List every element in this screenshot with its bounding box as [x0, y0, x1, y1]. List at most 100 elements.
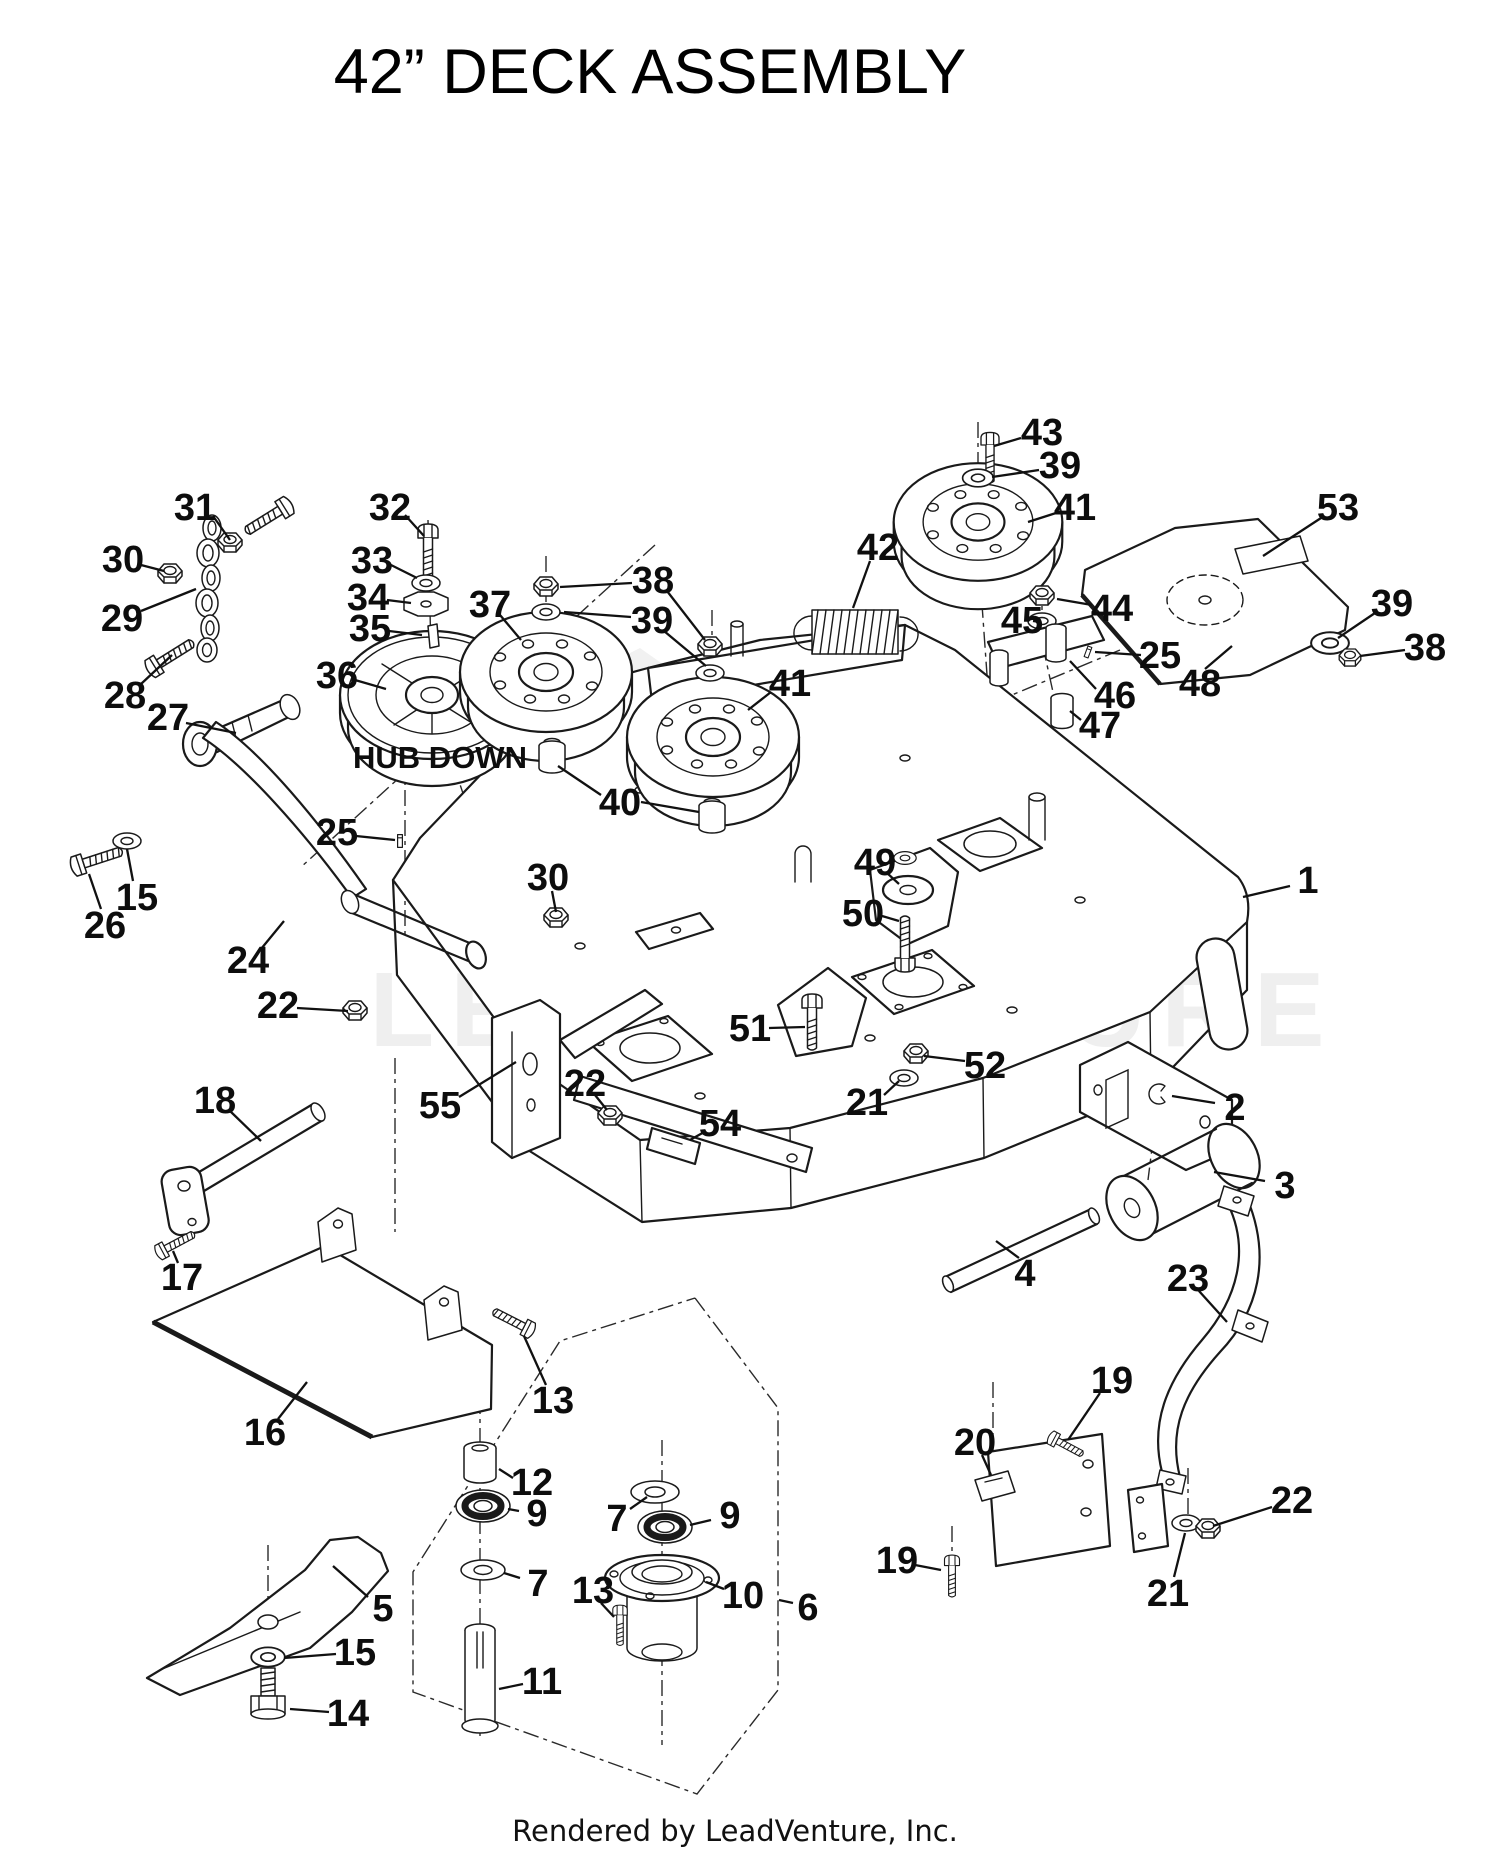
- pulley-parts: [338, 431, 1064, 834]
- nut-38: [1338, 648, 1362, 667]
- leader-line-49: [886, 872, 900, 885]
- part-callout-38: 38: [632, 560, 674, 602]
- leader-line-33: [390, 563, 418, 580]
- part-callout-52: 52: [964, 1045, 1006, 1087]
- leader-line-52: [923, 1054, 966, 1063]
- part-callout-6: 6: [797, 1587, 818, 1629]
- leader-line-21: [883, 1080, 900, 1096]
- leader-line-5: [332, 1565, 369, 1598]
- leader-line-19: [914, 1563, 942, 1572]
- part-callout-20: 20: [954, 1422, 996, 1464]
- rod-4: [943, 1207, 1099, 1294]
- leader-line-13: [600, 1602, 615, 1618]
- part-callout-1: 1: [1297, 860, 1318, 902]
- part-callout-22: 22: [1271, 1480, 1313, 1522]
- left-side-parts: [67, 494, 623, 1720]
- leader-line-11: [498, 1682, 524, 1691]
- part-callout-32: 32: [369, 487, 411, 529]
- part-callout-10: 10: [722, 1575, 764, 1617]
- leader-line-34: [386, 598, 412, 605]
- washer-39: [531, 603, 561, 621]
- leader-line-17: [171, 1250, 180, 1264]
- leader-line-22: [594, 1094, 608, 1111]
- leader-line-24: [260, 920, 285, 950]
- bolt-19: [943, 1554, 961, 1598]
- part-callout-7: 7: [527, 1563, 548, 1605]
- part-callout-7: 7: [606, 1498, 627, 1540]
- leader-line-37: [499, 614, 522, 641]
- part-callout-53: 53: [1317, 487, 1359, 529]
- part-callout-42: 42: [857, 527, 899, 569]
- part-callout-33: 33: [351, 540, 393, 582]
- part-callout-25: 25: [316, 812, 358, 854]
- nut-30: [157, 563, 183, 584]
- leader-line-46: [1069, 660, 1097, 690]
- leader-line-51: [768, 1025, 806, 1030]
- hub-down-note: HUB DOWN: [353, 740, 527, 775]
- front-weldment-55: [490, 998, 562, 1160]
- pin-25: [1083, 645, 1093, 659]
- callout-layer: 3130292827323334353637383941403042433941…: [84, 412, 1446, 1735]
- plate-34: [403, 591, 449, 617]
- leader-line-10: [705, 1580, 725, 1591]
- washer-15: [250, 1646, 286, 1668]
- footer-credit: Rendered by LeadVenture, Inc.: [512, 1814, 958, 1848]
- part-callout-29: 29: [101, 598, 143, 640]
- part-callout-21: 21: [1147, 1573, 1189, 1615]
- leader-line-7: [629, 1496, 648, 1510]
- leader-line-23: [1198, 1290, 1228, 1323]
- pulley-37: [458, 610, 634, 763]
- nut-31: [217, 532, 243, 553]
- leader-line-25: [1094, 650, 1142, 657]
- part-callout-48: 48: [1179, 663, 1221, 705]
- part-callout-14: 14: [327, 1693, 369, 1735]
- part-callout-27: 27: [147, 697, 189, 739]
- part-callout-43: 43: [1021, 412, 1063, 454]
- leader-line-27: [185, 721, 237, 735]
- leader-line-18: [229, 1110, 262, 1142]
- part-callout-54: 54: [699, 1103, 741, 1145]
- part-callout-21: 21: [846, 1082, 888, 1124]
- part-callout-5: 5: [372, 1588, 393, 1630]
- spacer-47: [1050, 698, 1074, 730]
- nut-38: [533, 576, 559, 597]
- leader-line-38: [666, 590, 706, 641]
- idler-arm-24: [201, 720, 368, 900]
- nut-22: [597, 1105, 623, 1126]
- part-callout-22: 22: [257, 985, 299, 1027]
- bolt-13: [612, 1604, 628, 1646]
- part-callout-50: 50: [842, 893, 884, 935]
- part-callout-28: 28: [104, 675, 146, 717]
- bracket-54: [645, 1126, 702, 1166]
- washer-15: [112, 832, 142, 850]
- leader-line-4: [995, 1240, 1020, 1259]
- leader-line-21: [1172, 1532, 1187, 1578]
- leader-line-53: [1262, 517, 1322, 557]
- leader-line-15: [125, 848, 135, 882]
- leader-line-16: [277, 1381, 308, 1420]
- part-callout-37: 37: [469, 584, 511, 626]
- leader-line-9: [689, 1518, 712, 1527]
- part-callout-34: 34: [347, 577, 389, 619]
- part-callout-3: 3: [1274, 1165, 1295, 1207]
- leader-line-7: [503, 1571, 521, 1580]
- part-callout-17: 17: [161, 1257, 203, 1299]
- part-callout-46: 46: [1094, 675, 1136, 717]
- part-callout-51: 51: [729, 1008, 771, 1050]
- label-53: [1234, 535, 1309, 575]
- leader-line-54: [689, 1129, 707, 1142]
- page-title: 42” DECK ASSEMBLY: [333, 37, 967, 107]
- leader-line-50: [881, 914, 900, 923]
- key-35: [427, 623, 440, 649]
- leader-line-38: [1359, 648, 1406, 658]
- roller-3: [1105, 1174, 1159, 1242]
- part-callout-47: 47: [1079, 705, 1121, 747]
- part-callout-13: 13: [532, 1380, 574, 1422]
- part-callout-41: 41: [769, 663, 811, 705]
- spacer-40: [538, 740, 566, 774]
- part-callout-39: 39: [631, 600, 673, 642]
- part-callout-23: 23: [1167, 1258, 1209, 1300]
- right-side-parts: [941, 1083, 1269, 1598]
